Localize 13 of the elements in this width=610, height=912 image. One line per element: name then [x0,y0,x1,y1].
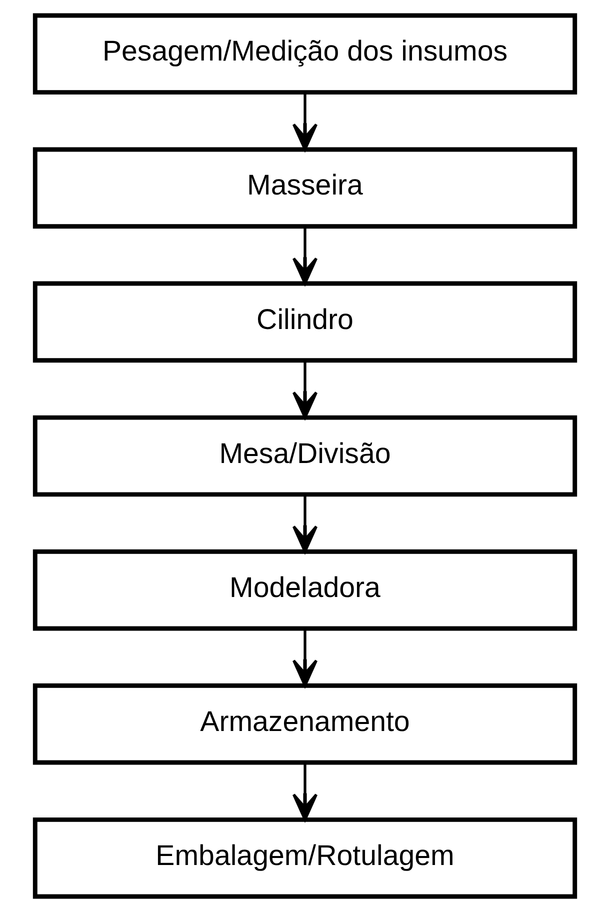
arrow [292,92,318,151]
node-box: Mesa/Divisão [32,415,578,497]
node-box: Cilindro [32,281,578,363]
node-box: Pesagem/Medição dos insumos [32,13,578,95]
node-box: Armazenamento [32,683,578,765]
arrow [292,494,318,553]
arrow [292,628,318,687]
arrow [292,360,318,419]
node-box: Embalagem/Rotulagem [32,817,578,899]
node-box: Modeladora [32,549,578,631]
arrow [292,226,318,285]
arrow [292,762,318,821]
node-box: Masseira [32,147,578,229]
